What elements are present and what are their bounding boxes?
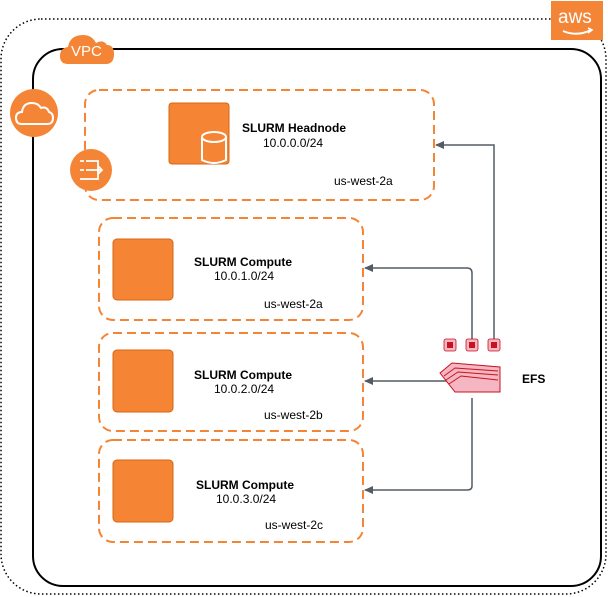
vpc-label: VPC (71, 43, 102, 60)
aws-logo-icon (551, 1, 603, 40)
chip-icon (487, 338, 501, 352)
headnode-subnet (84, 89, 435, 201)
aws-logo-text: aws (558, 7, 592, 28)
compute-2-title: SLURM Compute (194, 368, 292, 382)
headnode-cidr: 10.0.0.0/24 (263, 136, 324, 150)
compute-2-zone: us-west-2b (264, 408, 323, 422)
headnode-title: SLURM Headnode (242, 121, 347, 135)
compute-1-title: SLURM Compute (194, 255, 292, 269)
efs-icon (439, 362, 501, 393)
compute-subnet-1 (98, 217, 364, 321)
vpc-boundary (32, 48, 602, 587)
compute-subnet-3 (98, 439, 364, 543)
compute-1-cidr: 10.0.1.0/24 (214, 269, 275, 283)
compute-subnet-2 (98, 332, 364, 432)
ec2-instance-icon (112, 349, 174, 413)
compute-3-zone: us-west-2c (265, 518, 324, 532)
connector-efs-headnode (435, 141, 495, 343)
compute-2-cidr: 10.0.2.0/24 (214, 382, 275, 396)
cloud-icon (10, 89, 58, 137)
router-icon (70, 149, 112, 191)
ec2-instance-icon (112, 238, 174, 301)
connector-efs-compute-3 (364, 398, 473, 494)
aws-cloud-boundary (0, 18, 607, 595)
efs-label: EFS (522, 372, 546, 386)
compute-3-title: SLURM Compute (196, 478, 294, 492)
compute-1-zone: us-west-2a (264, 297, 323, 311)
headnode-zone: us-west-2a (334, 174, 393, 188)
chip-icon (443, 338, 457, 352)
chip-icon (465, 338, 479, 352)
database-icon (201, 131, 227, 164)
ec2-instance-icon (112, 459, 174, 523)
compute-3-cidr: 10.0.3.0/24 (216, 492, 277, 506)
vpc-icon (60, 35, 114, 64)
connector-efs-compute-1 (364, 264, 473, 343)
